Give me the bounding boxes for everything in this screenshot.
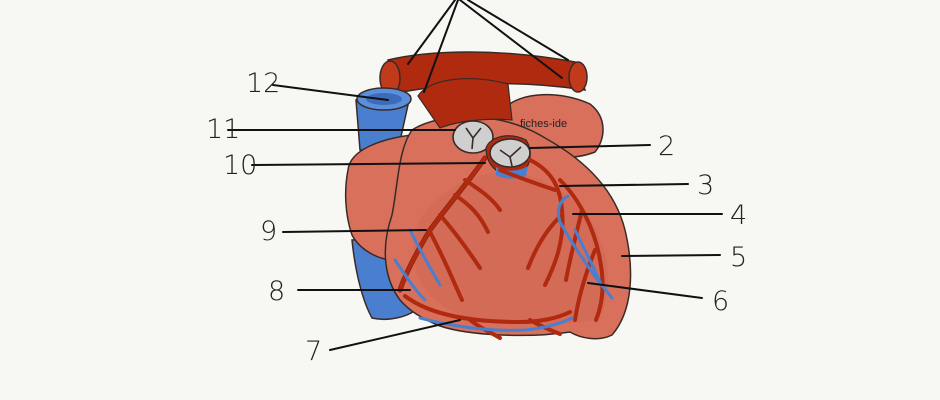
- label-6: 6: [712, 286, 729, 317]
- leader-5: [621, 254, 721, 257]
- leader-6: [587, 282, 703, 299]
- watermark: fiches-ide: [520, 118, 567, 130]
- aortic-root: [485, 135, 531, 179]
- pulmonary-valve: [452, 120, 494, 154]
- leader-1d: [467, 0, 569, 61]
- labels: 2 3 4 5 6 7 8 9 10 11 12: [206, 68, 747, 367]
- label-3: 3: [697, 170, 714, 201]
- leader-1b: [423, 0, 459, 93]
- leader-2: [529, 144, 651, 149]
- leader-7: [329, 319, 461, 351]
- label-5: 5: [730, 242, 747, 273]
- leader-12: [272, 84, 389, 101]
- label-2: 2: [658, 131, 675, 162]
- label-9: 9: [260, 216, 277, 247]
- ventricles: [384, 115, 632, 340]
- label-8: 8: [268, 276, 285, 307]
- leader-1a: [407, 0, 456, 65]
- label-4: 4: [730, 200, 747, 231]
- aorta-right-end: [568, 61, 588, 93]
- label-10: 10: [223, 150, 257, 181]
- label-12: 12: [246, 68, 280, 99]
- leader-1c: [459, 0, 563, 79]
- pulmonary-trunk-base: [417, 78, 513, 129]
- leader-3: [559, 183, 689, 187]
- leader-10: [251, 162, 486, 166]
- label-7: 7: [305, 336, 322, 367]
- leader-9: [282, 229, 427, 233]
- label-11: 11: [206, 114, 240, 145]
- leader-lines: [227, 0, 723, 351]
